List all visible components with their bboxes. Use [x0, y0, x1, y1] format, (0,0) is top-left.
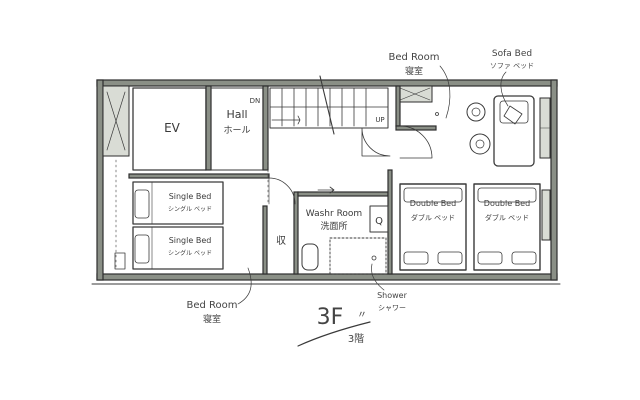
- floor-jp-label: 3階: [348, 333, 364, 345]
- single-bed-bottom-jp-label: シングル ベッド: [168, 249, 212, 257]
- bedroom-top-callout: Bed Room 寝室: [388, 52, 451, 119]
- single-bed-top-label: Single Bed: [169, 192, 212, 201]
- single-bed-top: Single Bed シングル ベッド: [132, 181, 224, 225]
- double-bed-left: Double Bed ダブル ベッド: [399, 183, 467, 271]
- hall-label: Hall: [226, 108, 247, 121]
- double-bed-right: Double Bed ダブル ベッド: [473, 183, 541, 271]
- shower-jp-label: シャワー: [378, 304, 406, 312]
- dn-label: DN: [250, 97, 261, 105]
- outer-walls: [91, 79, 561, 285]
- sofa-bed-callout: Sofa Bed ソファ ベッド: [490, 49, 534, 107]
- interior-walls: [262, 159, 393, 275]
- shower-callout: Shower シャワー: [371, 263, 408, 312]
- closet-top-right: [395, 85, 439, 159]
- washroom-jp-label: 洗面所: [320, 220, 347, 232]
- elevator: EV: [132, 85, 212, 171]
- q-label: Q: [375, 216, 383, 227]
- bedroom-divider-wall: [128, 173, 270, 179]
- single-bed-bottom: Single Bed シングル ベッド: [132, 226, 224, 270]
- single-bed-bottom-label: Single Bed: [169, 236, 212, 245]
- single-bed-top-jp-label: シングル ベッド: [168, 205, 212, 213]
- bedroom-top-label: Bed Room: [388, 52, 439, 63]
- sofa-bed-jp-label: ソファ ベッド: [490, 62, 534, 70]
- up-label: UP: [375, 116, 384, 124]
- storage-label: 収: [276, 235, 286, 247]
- hall: Hall ホール DN: [210, 85, 269, 171]
- bedroom-top-jp-label: 寝室: [405, 65, 423, 77]
- sofa-bed-label: Sofa Bed: [492, 49, 532, 59]
- floor-mark: 〃: [357, 310, 367, 321]
- floor-label: 3F 〃 3階: [297, 305, 371, 347]
- double-bed-left-label: Double Bed: [410, 199, 456, 208]
- ev-label: EV: [164, 121, 181, 135]
- washroom-label: Washr Room: [306, 209, 362, 219]
- left-strip: [102, 85, 130, 271]
- bedroom-bottom-jp-label: 寝室: [203, 313, 221, 325]
- shower-label: Shower: [377, 291, 408, 300]
- floor-number: 3F: [317, 305, 344, 330]
- window-right: [541, 189, 551, 241]
- sofa-bed: [466, 95, 551, 167]
- hall-jp-label: ホール: [223, 125, 250, 136]
- bedroom-bottom-callout: Bed Room 寝室: [186, 267, 252, 325]
- staircase: UP: [269, 75, 391, 157]
- double-bed-left-jp-label: ダブル ベッド: [411, 213, 455, 222]
- bedroom-bottom-label: Bed Room: [186, 300, 237, 311]
- double-bed-right-label: Double Bed: [484, 199, 530, 208]
- double-bed-right-jp-label: ダブル ベッド: [485, 213, 529, 222]
- washroom: Washr Room 洗面所 Q: [301, 205, 389, 275]
